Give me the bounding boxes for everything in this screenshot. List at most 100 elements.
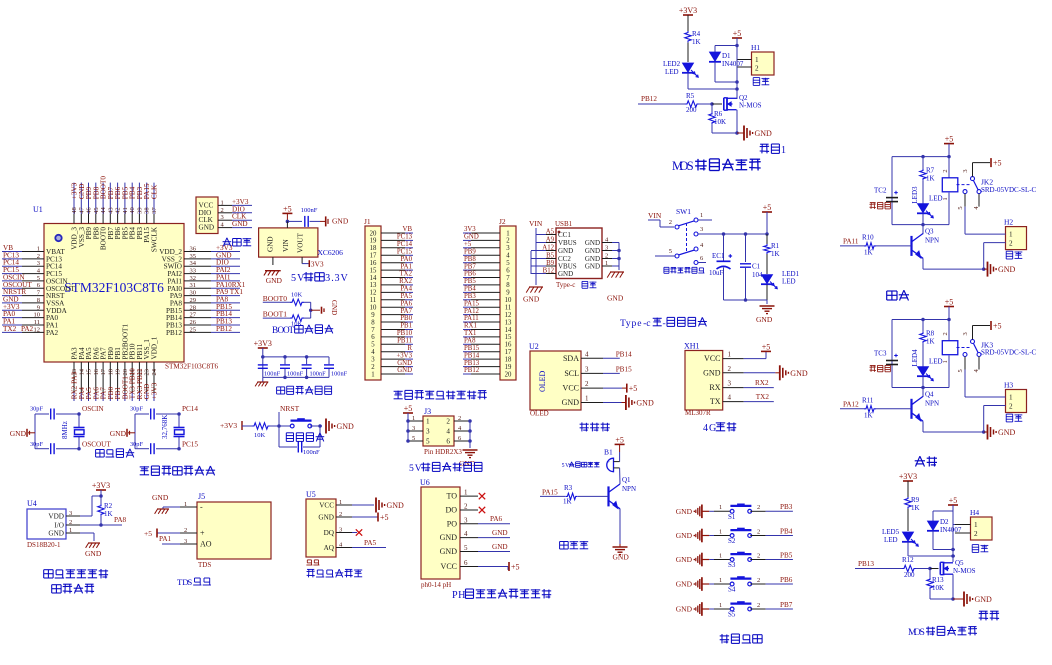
svg-text:OLED: OLED — [530, 410, 549, 418]
svg-text:PB15: PB15 — [464, 345, 480, 352]
svg-text:PC14: PC14 — [397, 241, 413, 248]
svg-text:2: 2 — [728, 365, 732, 373]
svg-text:PB10: PB10 — [397, 330, 413, 337]
svg-text:VBAT: VBAT — [46, 248, 65, 256]
svg-text:C1: C1 — [752, 263, 761, 271]
svg-text:H1: H1 — [751, 43, 760, 52]
svg-text:GND: GND — [703, 368, 721, 377]
svg-text:PB6: PB6 — [114, 186, 122, 199]
svg-text:U4: U4 — [27, 499, 37, 508]
svg-text:21: 21 — [129, 369, 136, 376]
svg-text:V: V — [297, 273, 305, 284]
svg-text:1: 1 — [728, 351, 732, 359]
svg-text:S: S — [687, 159, 694, 173]
svg-text:GND: GND — [78, 184, 86, 200]
svg-text:40: 40 — [129, 207, 136, 214]
svg-text:2: 2 — [585, 380, 589, 388]
svg-text:1: 1 — [942, 360, 949, 363]
svg-text:-: - — [643, 318, 646, 329]
svg-text:4: 4 — [728, 394, 732, 402]
svg-text:PC15: PC15 — [182, 441, 198, 449]
svg-text:J1: J1 — [364, 217, 371, 226]
svg-text:12: 12 — [505, 312, 512, 319]
svg-text:PA12: PA12 — [843, 401, 859, 409]
svg-text:U6: U6 — [420, 478, 430, 487]
svg-text:D: D — [182, 577, 188, 587]
svg-text:100nF: 100nF — [331, 371, 348, 378]
svg-text:PA3: PA3 — [71, 347, 79, 360]
svg-text:5: 5 — [371, 342, 375, 349]
svg-text:5: 5 — [562, 463, 565, 469]
svg-text:S2: S2 — [728, 537, 736, 545]
svg-text:GND: GND — [975, 595, 993, 604]
svg-text:4: 4 — [703, 423, 708, 434]
svg-text:5: 5 — [426, 438, 430, 446]
svg-text:D1: D1 — [722, 52, 731, 60]
svg-text:NPN: NPN — [622, 485, 636, 493]
svg-text:1K: 1K — [771, 250, 780, 258]
svg-text:GND: GND — [397, 367, 412, 374]
svg-text:+5: +5 — [763, 203, 772, 212]
svg-text:2: 2 — [184, 527, 187, 534]
svg-text:GND: GND — [232, 220, 248, 228]
svg-text:3: 3 — [371, 356, 375, 363]
svg-text:PA6: PA6 — [92, 387, 100, 400]
svg-text:H3: H3 — [1004, 381, 1013, 390]
svg-text:PB14: PB14 — [166, 314, 182, 322]
svg-text:USB1: USB1 — [555, 220, 573, 228]
svg-text:16: 16 — [370, 260, 377, 267]
svg-text:+3V3: +3V3 — [396, 352, 412, 359]
svg-text:A5: A5 — [546, 229, 555, 236]
svg-text:PB15: PB15 — [616, 365, 632, 373]
svg-text:1: 1 — [700, 212, 703, 219]
svg-text:15: 15 — [505, 334, 512, 341]
svg-text:PA15: PA15 — [464, 300, 479, 307]
svg-text:PB1: PB1 — [114, 387, 122, 400]
svg-text:TX2: TX2 — [3, 325, 17, 333]
svg-text:GND: GND — [558, 247, 573, 255]
svg-text:+3V3: +3V3 — [71, 182, 79, 199]
svg-text:1: 1 — [1009, 394, 1013, 402]
svg-text:PB5: PB5 — [464, 278, 476, 285]
svg-text:+5: +5 — [464, 241, 472, 248]
svg-text:PB14: PB14 — [216, 310, 232, 318]
svg-text:+: + — [607, 458, 611, 465]
svg-text:104: 104 — [752, 271, 763, 279]
svg-text:4: 4 — [585, 350, 589, 358]
svg-text:GND: GND — [440, 547, 458, 556]
svg-text:1: 1 — [719, 577, 722, 584]
svg-text:+5: +5 — [993, 321, 1002, 330]
svg-text:PB4: PB4 — [464, 286, 476, 293]
svg-text:+5: +5 — [144, 529, 152, 538]
svg-text:GND: GND — [266, 276, 283, 285]
svg-text:23: 23 — [144, 369, 151, 376]
svg-text:PA8: PA8 — [464, 338, 476, 345]
svg-text:+3V3: +3V3 — [254, 339, 272, 348]
svg-text:4: 4 — [506, 253, 510, 260]
svg-text:+5: +5 — [945, 298, 954, 307]
svg-text:PA1: PA1 — [3, 318, 16, 326]
svg-text:PA5: PA5 — [85, 347, 93, 360]
svg-text:31: 31 — [190, 282, 197, 289]
svg-text:11: 11 — [34, 319, 40, 326]
svg-text:7: 7 — [506, 275, 510, 282]
svg-text:GND: GND — [585, 263, 600, 271]
svg-text:1: 1 — [781, 145, 786, 156]
svg-text:PA5: PA5 — [85, 387, 93, 400]
svg-text:RX: RX — [709, 383, 720, 392]
svg-text:20: 20 — [122, 369, 129, 376]
svg-text:SCL: SCL — [564, 369, 579, 378]
svg-text:VB: VB — [3, 244, 13, 252]
svg-text:GND: GND — [143, 384, 151, 400]
svg-text:PA9: PA9 — [170, 292, 183, 300]
svg-text:AO: AO — [200, 540, 212, 549]
svg-text:GND: GND — [337, 422, 355, 431]
svg-text:+5: +5 — [762, 342, 771, 351]
svg-text:16: 16 — [505, 342, 512, 349]
svg-text:3: 3 — [221, 214, 224, 221]
svg-text:P: P — [452, 590, 458, 601]
svg-text:G: G — [709, 423, 716, 434]
svg-text:PB9: PB9 — [85, 186, 93, 199]
svg-text:4: 4 — [371, 349, 375, 356]
svg-text:PB7: PB7 — [107, 227, 115, 240]
